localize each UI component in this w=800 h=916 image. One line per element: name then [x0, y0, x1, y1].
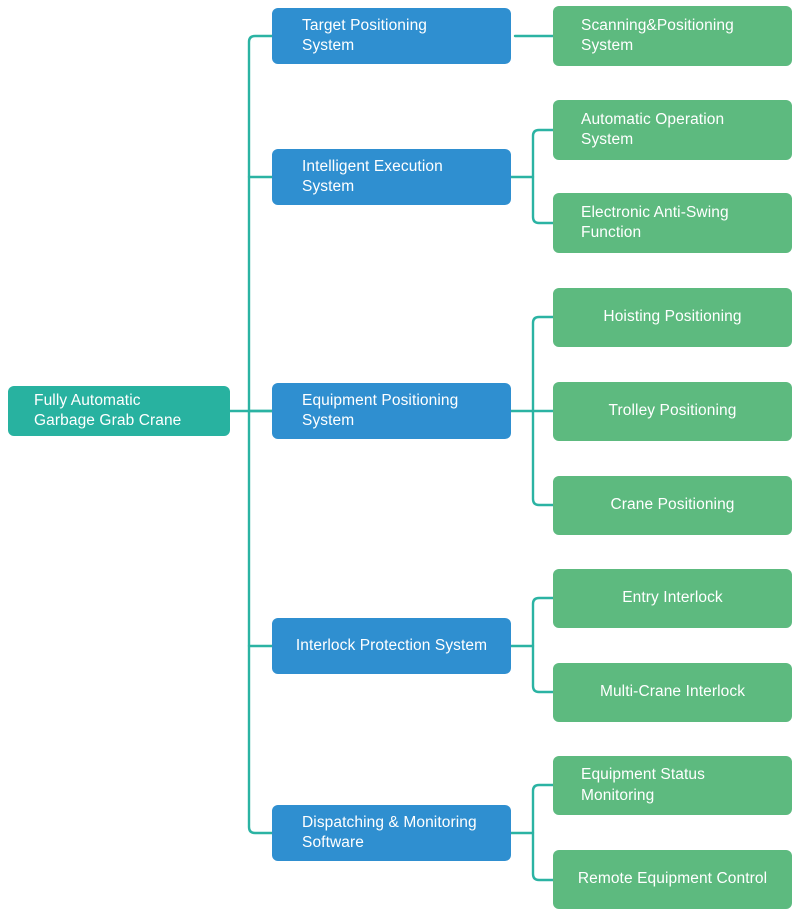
leaf-node-label: Trolley Positioning — [608, 402, 737, 420]
leaf-node-label: Equipment Status Monitoring — [581, 766, 705, 804]
leaf-node-crane-positioning[interactable]: Crane Positioning — [553, 476, 792, 535]
branch-node-label: Dispatching & Monitoring Software — [302, 813, 477, 851]
branch-node-intelligent-execution-system[interactable]: Intelligent Execution System — [272, 149, 511, 205]
leaf-node-label: Electronic Anti-Swing Function — [581, 203, 729, 241]
leaf-node-multi-crane-interlock[interactable]: Multi-Crane Interlock — [553, 663, 792, 722]
leaf-node-automatic-operation-system[interactable]: Automatic Operation System — [553, 100, 792, 160]
leaf-node-hoisting-positioning[interactable]: Hoisting Positioning — [553, 288, 792, 347]
leaf-node-label: Multi-Crane Interlock — [599, 683, 746, 701]
branch-node-label: Target Positioning System — [302, 16, 428, 54]
connector-bracket-2 — [531, 128, 555, 225]
connector-trunk — [247, 34, 274, 835]
leaf-node-scanning-positioning-system[interactable]: Scanning&Positioning System — [553, 6, 792, 66]
leaf-node-label: Crane Positioning — [610, 496, 735, 514]
root-node-label: Fully Automatic Garbage Grab Crane — [34, 391, 182, 429]
branch-node-label: Intelligent Execution System — [302, 157, 443, 195]
leaf-node-label: Remote Equipment Control — [577, 870, 768, 888]
leaf-node-label: Scanning&Positioning System — [581, 16, 734, 54]
branch-node-target-positioning-system[interactable]: Target Positioning System — [272, 8, 511, 64]
branch-node-label: Interlock Protection System — [295, 636, 488, 654]
leaf-node-label: Entry Interlock — [622, 589, 723, 607]
branch-node-dispatching-monitoring-software[interactable]: Dispatching & Monitoring Software — [272, 805, 511, 861]
connector-bracket-3 — [531, 315, 555, 507]
root-node[interactable]: Fully Automatic Garbage Grab Crane — [8, 386, 230, 436]
leaf-node-remote-equipment-control[interactable]: Remote Equipment Control — [553, 850, 792, 909]
branch-node-equipment-positioning-system[interactable]: Equipment Positioning System — [272, 383, 511, 439]
leaf-node-entry-interlock[interactable]: Entry Interlock — [553, 569, 792, 628]
leaf-node-label: Hoisting Positioning — [603, 308, 742, 326]
connector-bracket-4 — [531, 596, 555, 694]
branch-node-label: Equipment Positioning System — [302, 391, 459, 429]
leaf-node-label: Automatic Operation System — [581, 110, 725, 148]
leaf-node-equipment-status-monitoring[interactable]: Equipment Status Monitoring — [553, 756, 792, 815]
leaf-node-trolley-positioning[interactable]: Trolley Positioning — [553, 382, 792, 441]
branch-node-interlock-protection-system[interactable]: Interlock Protection System — [272, 618, 511, 674]
leaf-node-electronic-anti-swing-function[interactable]: Electronic Anti-Swing Function — [553, 193, 792, 253]
connector-bracket-5 — [531, 783, 555, 882]
